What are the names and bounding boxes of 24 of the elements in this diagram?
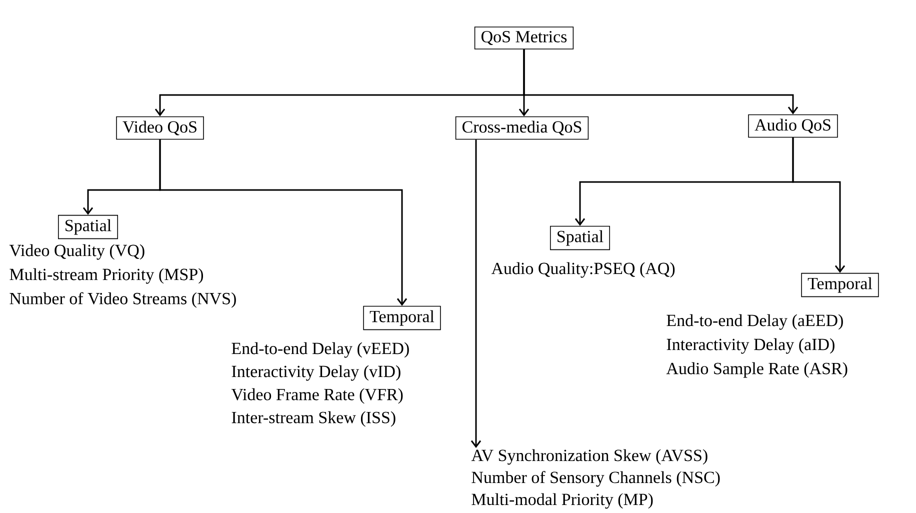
metric-label: Audio Quality:PSEQ (AQ) xyxy=(491,262,675,278)
category-box: Temporal xyxy=(363,306,441,330)
category-box: Temporal xyxy=(801,272,879,298)
arrow xyxy=(792,138,846,273)
metric-label: Audio Sample Rate (ASR) xyxy=(666,362,848,378)
metric-label: Inter-stream Skew (ISS) xyxy=(232,411,396,427)
metric-label: Multi-stream Priority (MSP) xyxy=(10,268,204,284)
metric-label: Number of Video Streams (NVS) xyxy=(10,292,236,308)
arrow xyxy=(523,49,798,114)
metric-label: Video Frame Rate (VFR) xyxy=(231,388,403,404)
metric-list: AV Synchronization Skew (AVSS) Number of Sensory Channels (NSC) Multi-modal Priority (MP) xyxy=(471,449,720,509)
category-box: Video QoS xyxy=(116,116,204,140)
category-box: Spatial xyxy=(58,214,118,240)
arrow xyxy=(159,140,408,306)
metric-label: End-to-end Delay (aEED) xyxy=(666,314,843,330)
metric-label: Video Quality (VQ) xyxy=(9,244,144,260)
category-box: Spatial xyxy=(550,226,610,250)
metric-label: Interactivity Delay (aID) xyxy=(666,338,834,354)
metric-label: End-to-end Delay (vEED) xyxy=(232,342,409,358)
category-box: Audio QoS xyxy=(748,114,838,138)
category-box: QoS Metrics xyxy=(474,26,574,50)
metric-label: Interactivity Delay (vID) xyxy=(232,365,400,381)
arrow xyxy=(470,140,482,448)
category-box: Cross-media QoS xyxy=(455,116,589,140)
